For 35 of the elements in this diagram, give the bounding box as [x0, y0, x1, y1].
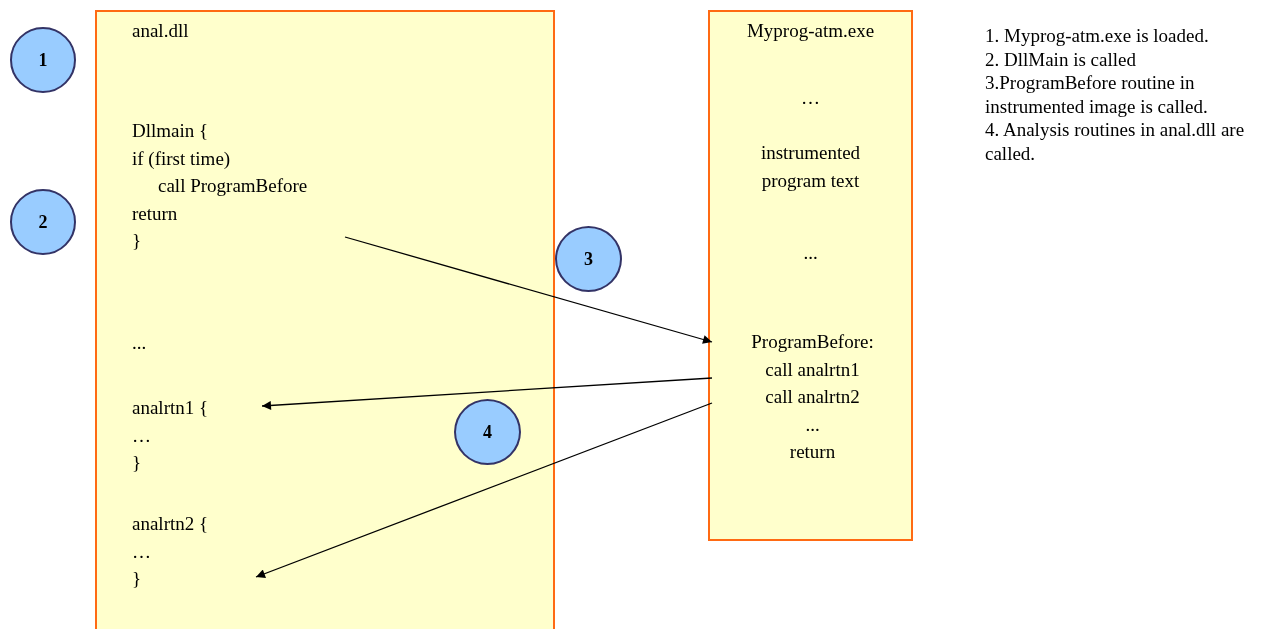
arrow [255, 402, 713, 578]
arrow [261, 377, 713, 410]
note-text: 2. DllMain is called [985, 47, 1137, 71]
code-text: call analrtn1 [764, 357, 861, 382]
module-panel [95, 10, 555, 629]
code-text: Myprog-atm.exe [745, 19, 876, 43]
code-text: if (first time) [132, 146, 232, 171]
code-text: ProgramBefore: [750, 330, 875, 354]
code-text: ... [132, 331, 148, 355]
note-text: 4. Analysis routines in anal.dll are called. [985, 118, 1246, 165]
arrow [344, 236, 713, 344]
step-number-circle: 1 [10, 27, 76, 93]
code-text: … [132, 539, 152, 564]
code-text: return [132, 201, 179, 226]
step-number-circle: 2 [10, 189, 76, 255]
code-text: } [132, 451, 143, 475]
code-text: ... [802, 241, 819, 265]
code-text: analrtn2 { [132, 512, 210, 536]
code-text: instrumented program text [759, 141, 862, 193]
code-text: analrtn1 { [132, 396, 210, 420]
note-text: 1. Myprog-atm.exe is loaded. [985, 24, 1210, 48]
code-text: } [132, 229, 143, 253]
code-text: call analrtn2 [764, 385, 861, 409]
code-text: call ProgramBefore [158, 174, 309, 198]
code-text: } [132, 567, 143, 591]
code-text: ... [804, 412, 821, 437]
code-text: … [132, 423, 152, 448]
code-text: Dllmain { [132, 119, 210, 143]
code-text: return [788, 440, 837, 464]
module-panel [708, 10, 913, 541]
step-number-circle: 4 [454, 399, 521, 465]
code-text: anal.dll [132, 19, 190, 43]
step-number-circle: 3 [555, 226, 622, 292]
note-text: 3.ProgramBefore routine in instrumented image is called. [985, 71, 1209, 118]
code-text: … [800, 86, 821, 110]
